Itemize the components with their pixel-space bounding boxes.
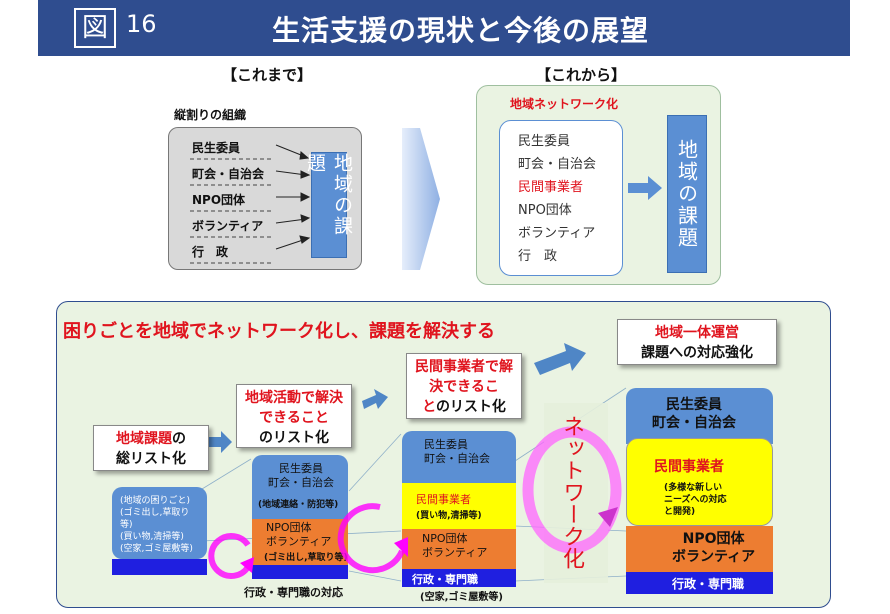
col3-mid-text: 民間事業者 — [416, 493, 471, 506]
step1-line2: 総リスト化 — [116, 451, 186, 467]
step1-line1: 地域課題 — [116, 431, 172, 447]
col3-mid — [402, 483, 516, 529]
figure-label: 図 — [74, 8, 116, 48]
col3-low-text: NPO団体 ボランティア — [422, 532, 488, 559]
step1-card: 地域課題の 総リスト化 — [93, 425, 209, 471]
step3-black: のリスト化 — [435, 399, 506, 415]
col2-mid-note: (ゴミ出し,草取り等) — [264, 553, 348, 563]
step4-black: 課題への対応強化 — [641, 345, 753, 361]
transition-chevron — [402, 128, 440, 270]
right-item-4: ボランティア — [518, 226, 596, 241]
left-dashes — [190, 144, 311, 264]
col2-top-note: (地域連絡・防犯等) — [258, 500, 339, 510]
col4-mid — [626, 438, 773, 526]
col3-base — [402, 569, 516, 587]
right-issue-box: 地域の課題 — [667, 115, 707, 273]
right-heading: 【これから】 — [536, 66, 627, 84]
right-arrow — [628, 176, 662, 200]
col2-top — [252, 455, 348, 519]
right-item-2: 民間事業者 — [518, 180, 584, 195]
step3-red: 民間事業者で解決できるこ — [415, 359, 513, 395]
step2-red: 地域活動で解決できること — [245, 390, 343, 426]
col3-bottom-text: 行政・専門職 — [412, 573, 478, 586]
col3-top — [402, 431, 516, 483]
col1-box: (地域の困りごと) (ゴミ出し,草取り等) (買い物,清掃等) (空家,ゴミ屋敷… — [112, 487, 207, 559]
step4-red: 地域一体運営 — [655, 325, 739, 341]
left-item-0: 民生委員 — [192, 141, 241, 155]
col4-top-text: 民生委員 町会・自治会 — [652, 397, 736, 431]
col2-mid — [252, 519, 348, 565]
col4-base — [626, 572, 773, 594]
col4-bottom-text: 行政・専門職 — [672, 577, 745, 591]
col3-bottom-note: (空家,ゴミ屋敷等) — [420, 592, 503, 603]
left-heading: 【これまで】 — [222, 66, 313, 84]
col4-low-text: NPO団体 ボランティア — [672, 531, 756, 565]
step1-line1b: の — [172, 431, 186, 447]
title-bar — [38, 0, 850, 56]
col4-mid-text: 民間事業者 — [654, 459, 724, 475]
right-subheading: 地域ネットワーク化 — [510, 97, 619, 111]
col2-bottom-label: 行政・専門職の対応 — [244, 586, 343, 599]
right-item-0: 民生委員 — [518, 134, 571, 149]
col1-base — [112, 559, 207, 575]
network-ring — [522, 403, 622, 583]
left-item-1: 町会・自治会 — [192, 167, 265, 181]
col3-mid-note: (買い物,清掃等) — [416, 511, 482, 521]
left-issue-box: 地域の課題 — [304, 152, 353, 258]
col4-top — [626, 388, 773, 444]
right-item-1: 町会・自治会 — [518, 157, 597, 172]
col2-top-text: 民生委員 町会・自治会 — [268, 462, 334, 489]
step3-red2: と — [422, 399, 436, 415]
network-label: ネットワーク化 — [559, 415, 584, 569]
col4-mid-note: (多様な新しい ニーズへの対応 と開発) — [664, 483, 727, 517]
col4-low — [626, 526, 773, 572]
col2-mid-text: NPO団体 ボランティア — [266, 521, 332, 548]
bottom-headline: 困りごとを地域でネットワーク化し、課題を解決する — [63, 321, 495, 342]
page-title: 生活支援の現状と今後の展望 — [272, 14, 650, 47]
figure-number: 16 — [126, 10, 157, 38]
step2-card: 地域活動で解決できること のリスト化 — [236, 384, 352, 448]
col2-base — [252, 565, 348, 579]
left-item-4: 行 政 — [192, 245, 229, 259]
col3-top-text: 民生委員 町会・自治会 — [424, 438, 490, 465]
left-subheading: 縦割りの組織 — [174, 108, 247, 122]
step4-card: 地域一体運営 課題への対応強化 — [617, 319, 777, 365]
step3-card: 民間事業者で解決できるこ とのリスト化 — [406, 353, 522, 419]
col3-low — [402, 529, 516, 569]
cycle-arrows — [208, 503, 408, 579]
left-item-2: NPO団体 — [192, 193, 246, 207]
right-org-list — [499, 120, 623, 276]
right-item-3: NPO団体 — [518, 203, 572, 218]
left-item-3: ボランティア — [192, 219, 264, 233]
right-item-5: 行 政 — [518, 249, 558, 264]
step2-black: のリスト化 — [259, 430, 329, 446]
